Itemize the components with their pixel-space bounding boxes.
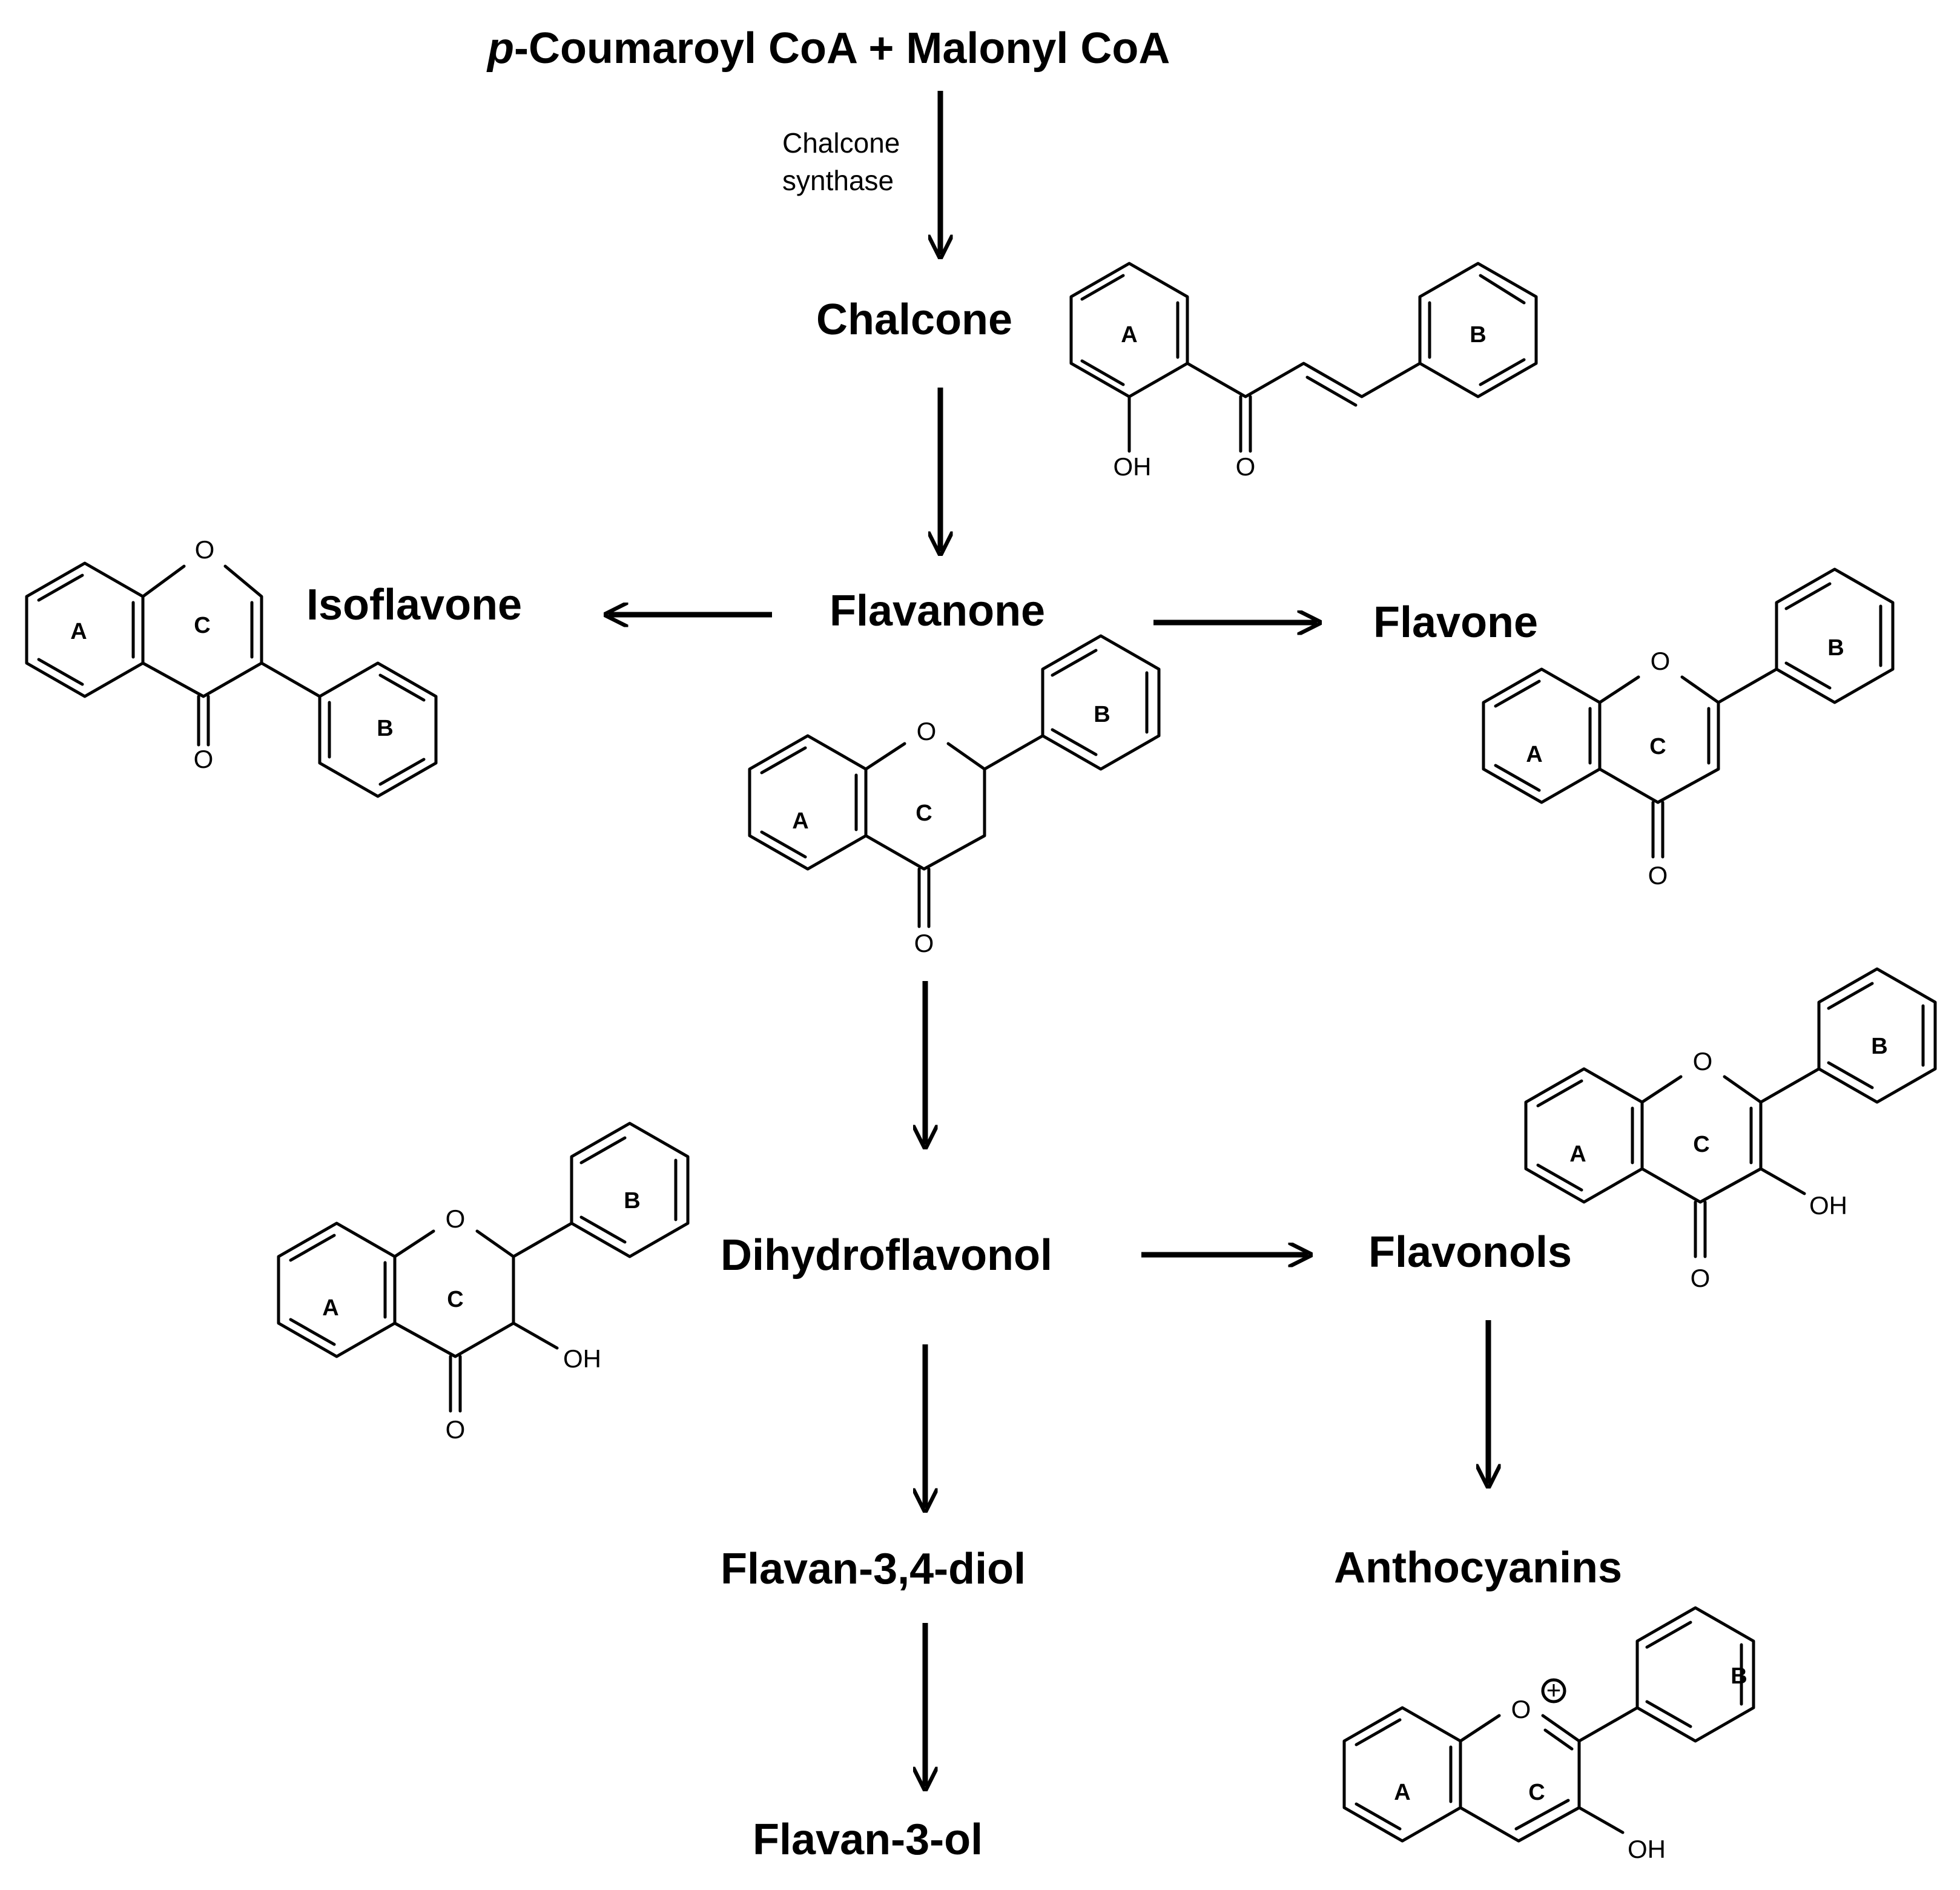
flavone-structure: O O A C B bbox=[1482, 567, 1895, 890]
anthocyanin-ring-a bbox=[1342, 1706, 1462, 1843]
anthocyanin-charge-sign: + bbox=[1546, 1676, 1562, 1704]
substrate-italic-prefix: p bbox=[486, 24, 514, 73]
dihydroflavonol-carbonyl-oxygen: O bbox=[446, 1415, 466, 1444]
flavone-ring-a bbox=[1482, 667, 1602, 804]
flavanone-carbonyl-oxygen: O bbox=[914, 929, 934, 957]
anthocyanin-ring-oxygen: O bbox=[1511, 1695, 1531, 1723]
dihydroflavonol-ring-oxygen: O bbox=[446, 1204, 466, 1233]
flavone-ring-c bbox=[1598, 675, 1720, 804]
flavanone-label: Flavanone bbox=[830, 587, 1045, 635]
flavonol-carbonyl-oxygen: O bbox=[1691, 1264, 1711, 1292]
anthocyanin-ring-b-label: B bbox=[1731, 1664, 1747, 1689]
dihydroflavonol-ring-c-label: C bbox=[447, 1287, 463, 1312]
enzyme-label-line2: synthase bbox=[782, 165, 894, 196]
flavonol-ring-a-label: A bbox=[1569, 1142, 1586, 1167]
anthocyanin-ring-b bbox=[1635, 1606, 1755, 1743]
dihydroflavonol-ring-b-label: B bbox=[624, 1188, 640, 1214]
anthocyanin-ring-c bbox=[1459, 1714, 1581, 1843]
flavanone-ring-a-label: A bbox=[792, 808, 808, 834]
flavonol-ring-b bbox=[1817, 967, 1937, 1104]
flavan-ol-label: Flavan-3-ol bbox=[753, 1816, 983, 1864]
dihydroflavonol-hydroxyl: OH bbox=[563, 1344, 601, 1373]
flavan-diol-label: Flavan-3,4-diol bbox=[721, 1545, 1026, 1593]
flavanone-ring-oxygen: O bbox=[917, 717, 937, 745]
flavonol-ring-a bbox=[1524, 1067, 1644, 1204]
chalcone-structure: A B OH O bbox=[1069, 262, 1538, 481]
dihydroflavonol-structure: O O OH A C B bbox=[277, 1122, 690, 1444]
flavonol-ring-oxygen: O bbox=[1693, 1047, 1713, 1076]
chalcone-enone-chain bbox=[1186, 362, 1422, 398]
anthocyanin-positive-charge bbox=[1541, 1678, 1566, 1703]
flavone-ring-oxygen: O bbox=[1651, 647, 1671, 675]
flavone-ring-b bbox=[1775, 567, 1895, 704]
flavonol-ring-b-label: B bbox=[1871, 1034, 1887, 1059]
flavonol-ring-c-label: C bbox=[1693, 1132, 1709, 1157]
flavone-carbonyl-oxygen: O bbox=[1648, 861, 1668, 890]
flavonol-structure: O O OH A C B bbox=[1524, 967, 1937, 1292]
anthocyanin-hydroxyl: OH bbox=[1628, 1835, 1666, 1863]
flavanone-ring-c-label: C bbox=[916, 801, 932, 826]
dihydroflavonol-ring-a bbox=[277, 1221, 397, 1358]
dihydroflavonol-label: Dihydroflavonol bbox=[721, 1231, 1052, 1280]
dihydroflavonol-ring-a-label: A bbox=[322, 1295, 338, 1321]
flavone-ring-a-label: A bbox=[1526, 742, 1542, 767]
chalcone-ring-b-label: B bbox=[1470, 322, 1486, 348]
anthocyanin-ring-c-label: C bbox=[1528, 1780, 1545, 1805]
isoflavone-ring-c-label: C bbox=[194, 613, 210, 638]
isoflavone-ring-a-label: A bbox=[70, 619, 87, 644]
enzyme-label-line1: Chalcone bbox=[782, 127, 900, 159]
dihydroflavonol-ring-b bbox=[570, 1122, 690, 1258]
chalcone-carbonyl-oxygen: O bbox=[1236, 452, 1256, 481]
isoflavone-carbonyl-oxygen: O bbox=[194, 745, 214, 773]
flavonol-hydroxyl: OH bbox=[1809, 1191, 1847, 1220]
flavone-ring-b-label: B bbox=[1827, 635, 1844, 661]
flavanone-ring-b bbox=[1041, 634, 1161, 771]
anthocyanin-structure: O + OH A C B bbox=[1342, 1606, 1755, 1863]
flavone-label: Flavone bbox=[1373, 598, 1538, 647]
anthocyanins-label: Anthocyanins bbox=[1334, 1544, 1622, 1592]
flavanone-structure: O O A C B bbox=[748, 634, 1161, 957]
chalcone-ring-a-label: A bbox=[1121, 322, 1137, 348]
flavanone-ring-a bbox=[748, 734, 868, 871]
isoflavone-ring-b bbox=[318, 661, 438, 798]
chalcone-ring-b bbox=[1418, 262, 1538, 398]
substrates-label: p-Coumaroyl CoA + Malonyl CoA bbox=[486, 24, 1170, 73]
isoflavone-label: Isoflavone bbox=[306, 581, 522, 629]
isoflavone-ring-oxygen: O bbox=[195, 535, 215, 564]
substrate-rest: -Coumaroyl CoA + Malonyl CoA bbox=[514, 24, 1170, 73]
flavone-ring-c-label: C bbox=[1649, 734, 1666, 759]
flavonols-label: Flavonols bbox=[1368, 1228, 1572, 1277]
anthocyanin-ring-a-label: A bbox=[1394, 1780, 1410, 1805]
chalcone-hydroxyl: OH bbox=[1114, 452, 1152, 481]
flavanone-ring-b-label: B bbox=[1094, 702, 1110, 727]
flavanone-ring-c bbox=[864, 742, 986, 871]
isoflavone-ring-b-label: B bbox=[377, 716, 393, 741]
isoflavone-structure: O O A C B bbox=[25, 535, 438, 798]
chalcone-label: Chalcone bbox=[816, 296, 1012, 344]
